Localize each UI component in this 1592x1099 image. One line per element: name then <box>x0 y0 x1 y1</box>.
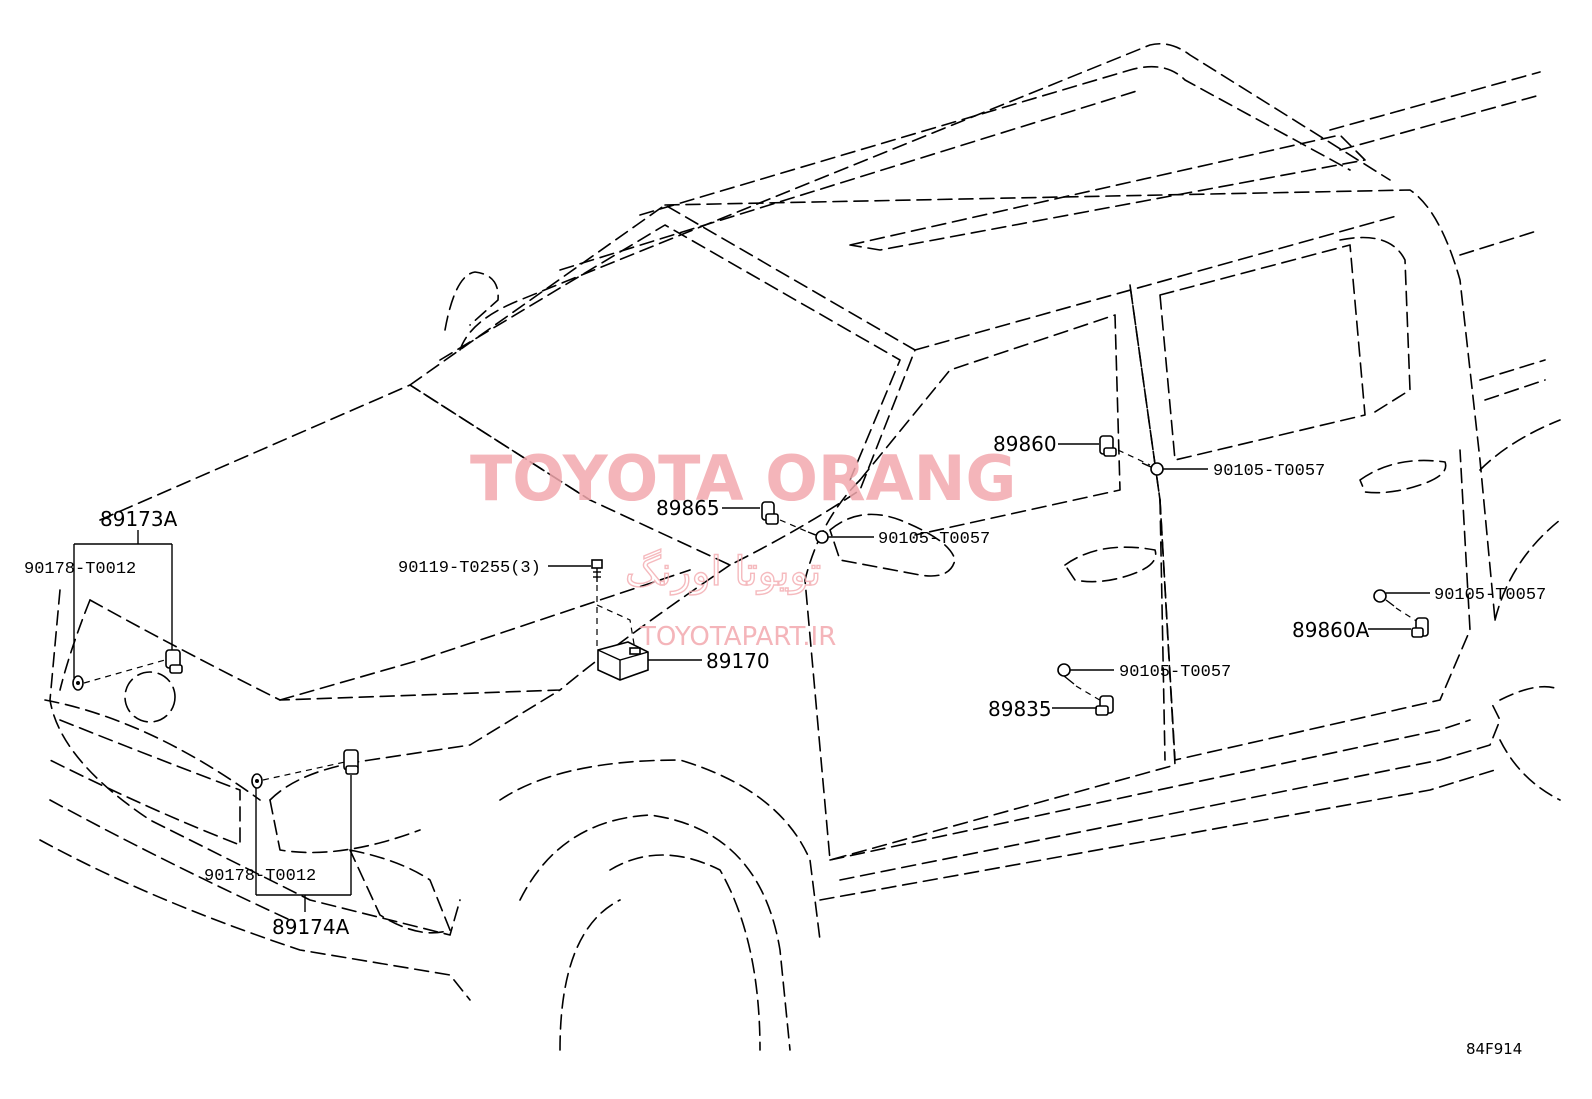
label-90178-bottom: 90178-T0012 <box>204 867 316 886</box>
sensor-89174A-icon <box>343 749 359 775</box>
label-90105-c: 90105-T0057 <box>1119 663 1231 682</box>
sensor-89835-icon <box>1095 695 1114 716</box>
sensor-89860-icon <box>1099 435 1117 457</box>
airbag-sensor-89170-icon <box>597 641 649 681</box>
bolt-90105-b-icon <box>1141 462 1164 476</box>
label-89865: 89865 <box>656 496 720 520</box>
sensor-89860A-icon <box>1411 617 1429 638</box>
parts <box>72 435 1429 789</box>
label-89860: 89860 <box>993 432 1057 456</box>
vehicle-body-outline <box>39 42 1561 1051</box>
bolt-90105-d-icon <box>1373 589 1395 607</box>
label-89174A: 89174A <box>272 915 350 939</box>
watermark-persian: تویوتا اورنگ <box>625 549 821 595</box>
leader-lines <box>73 443 1430 912</box>
label-90105-a: 90105-T0057 <box>878 530 990 549</box>
watermark: TOYOTA ORANG تویوتا اورنگ TOYOTAPART.IR <box>470 442 1016 652</box>
label-89835: 89835 <box>988 697 1052 721</box>
nut-90178-a-icon <box>72 675 84 691</box>
label-90105-d: 90105-T0057 <box>1434 586 1546 605</box>
sensor-89865-icon <box>761 501 779 525</box>
label-90119: 90119-T0255(3) <box>398 559 541 578</box>
label-90178-top: 90178-T0012 <box>24 560 136 579</box>
part-labels: 89173A 90178-T0012 90178-T0012 89174A 90… <box>24 432 1546 1058</box>
watermark-site: TOYOTAPART.IR <box>639 622 836 652</box>
bolt-90105-c-icon <box>1057 663 1075 685</box>
figure-code: 84F914 <box>1466 1040 1522 1058</box>
label-89860A: 89860A <box>1292 618 1370 642</box>
bolt-90105-a-icon <box>807 530 829 544</box>
label-89173A: 89173A <box>100 507 178 531</box>
sensor-89173A-icon <box>165 649 183 674</box>
bolt-90119-icon <box>591 559 603 582</box>
nut-90178-b-icon <box>251 773 263 789</box>
watermark-title: TOYOTA ORANG <box>470 442 1016 515</box>
label-90105-b: 90105-T0057 <box>1213 462 1325 481</box>
label-89170: 89170 <box>706 649 770 673</box>
